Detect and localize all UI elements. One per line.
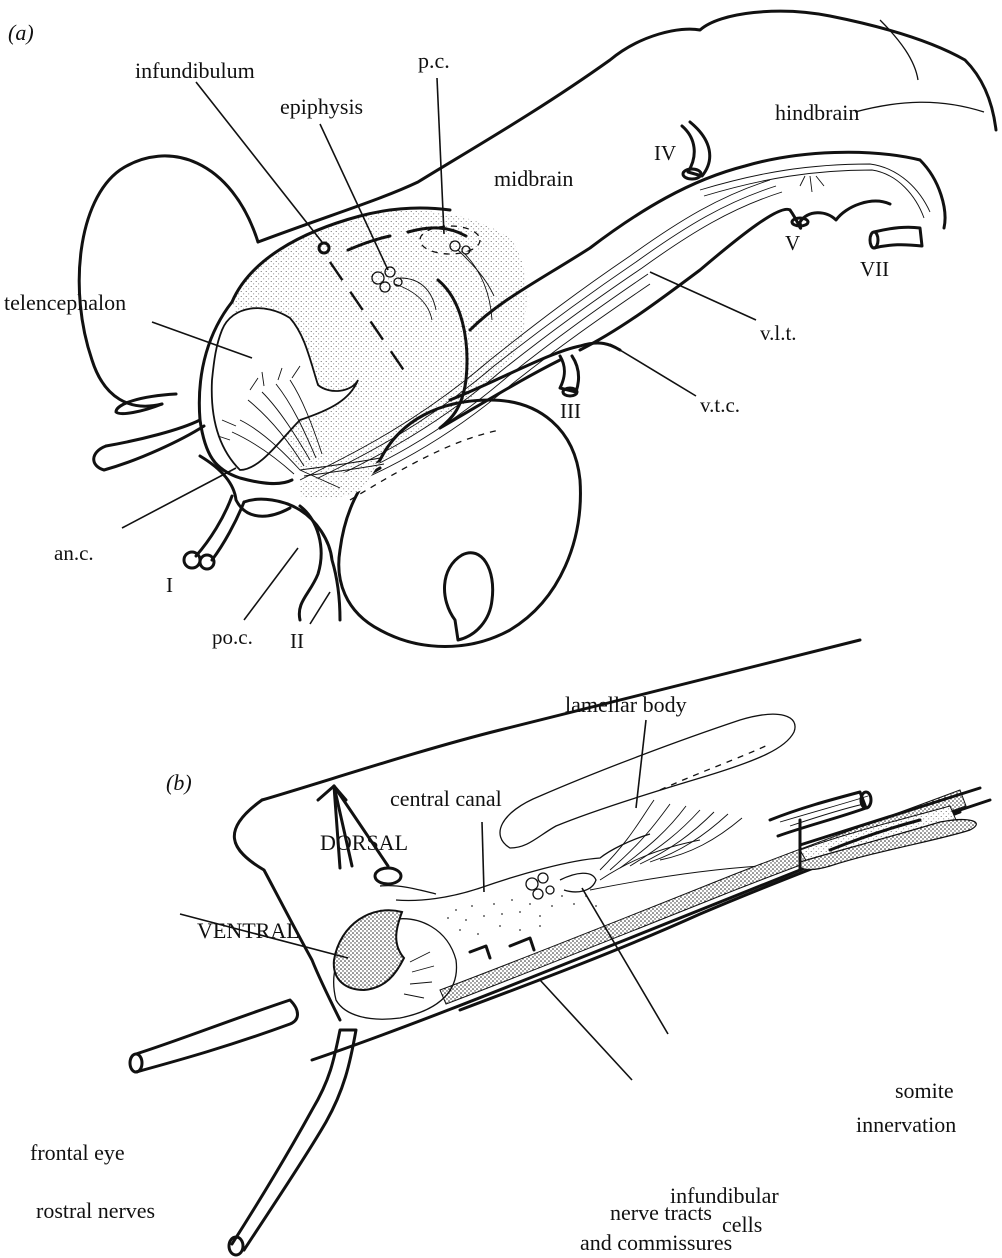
label-nerve-i: I	[166, 573, 173, 597]
rostral-nerve-lower	[232, 1030, 356, 1250]
central-canal-outline	[396, 834, 650, 901]
leader-nerve-tracts	[540, 980, 632, 1080]
label-rostral-nerves: rostral nerves	[36, 1198, 155, 1223]
cord-dorsal-outline	[262, 640, 860, 800]
commissure-segment-a	[470, 946, 490, 958]
label-nerve-vii: VII	[860, 257, 889, 281]
leader-ii	[310, 592, 330, 624]
label-nerve-iii: III	[560, 399, 581, 423]
label-pc: p.c.	[418, 48, 450, 73]
label-nerve-iv: IV	[654, 141, 676, 165]
anterior-nerve-upper	[116, 394, 176, 414]
label-nerve-tracts-1: nerve tracts	[610, 1200, 712, 1225]
panel-b-drawing: lamellar body (b) central canal DORSAL V…	[30, 640, 990, 1255]
label-nerve-ii: II	[290, 629, 304, 653]
nerve-vii	[874, 227, 922, 248]
panel-b-label: (b)	[166, 770, 192, 795]
hindbrain-ridge	[855, 102, 984, 112]
leader-central-canal	[482, 822, 484, 892]
label-ventral: VENTRAL	[197, 918, 300, 943]
label-somite-2: innervation	[856, 1112, 956, 1137]
frontal-eye-lines	[404, 952, 434, 998]
frontal-eye-pigment	[334, 910, 404, 990]
label-dorsal: DORSAL	[320, 830, 408, 855]
nerve-i-end-b	[200, 555, 214, 569]
rostral-nerve-upper-end	[130, 1054, 142, 1072]
leader-anc	[122, 468, 236, 528]
label-frontal-eye: frontal eye	[30, 1140, 125, 1165]
label-somite-1: somite	[895, 1078, 954, 1103]
label-vtc: v.t.c.	[700, 393, 740, 417]
label-nerve-v: V	[785, 231, 800, 255]
lamellar-body-dash	[660, 744, 770, 790]
label-anc: an.c.	[54, 541, 94, 565]
lamellar-body-outline	[500, 714, 795, 848]
label-telencephalon: telencephalon	[4, 290, 126, 315]
label-nerve-tracts-2: and commissures	[580, 1230, 732, 1255]
label-vlt: v.l.t.	[760, 321, 797, 345]
label-poc: po.c.	[212, 625, 253, 649]
dorsal-brain-outline	[258, 11, 996, 242]
panel-a-label: (a)	[8, 20, 34, 45]
leader-pc	[437, 78, 444, 234]
panel-a-drawing: (a) infundibulum epiphysis p.c. hindbrai…	[4, 11, 996, 653]
neuropore	[375, 868, 401, 884]
neuropil-stipple	[447, 895, 597, 935]
optic-stalk	[299, 506, 321, 620]
rostral-nerve-upper	[136, 1000, 298, 1072]
commissure-segment-b	[510, 938, 534, 950]
central-canal-curve	[380, 886, 436, 894]
nerve-i-end-a	[184, 552, 200, 568]
anterior-nerve-body	[106, 420, 200, 446]
label-infundibulum: infundibulum	[135, 58, 255, 83]
nerve-iv	[682, 122, 710, 176]
label-central-canal: central canal	[390, 786, 502, 811]
lens-opening	[445, 553, 493, 640]
label-epiphysis: epiphysis	[280, 94, 363, 119]
label-midbrain: midbrain	[494, 166, 573, 191]
label-lamellar-body: lamellar body	[565, 692, 687, 717]
nerve-vii-end	[870, 232, 878, 248]
leader-vtc	[610, 344, 696, 396]
leader-poc	[244, 548, 298, 620]
label-hindbrain: hindbrain	[775, 100, 859, 125]
nerve-i-stalk	[196, 496, 244, 560]
anterior-nerve-lower	[94, 426, 204, 470]
